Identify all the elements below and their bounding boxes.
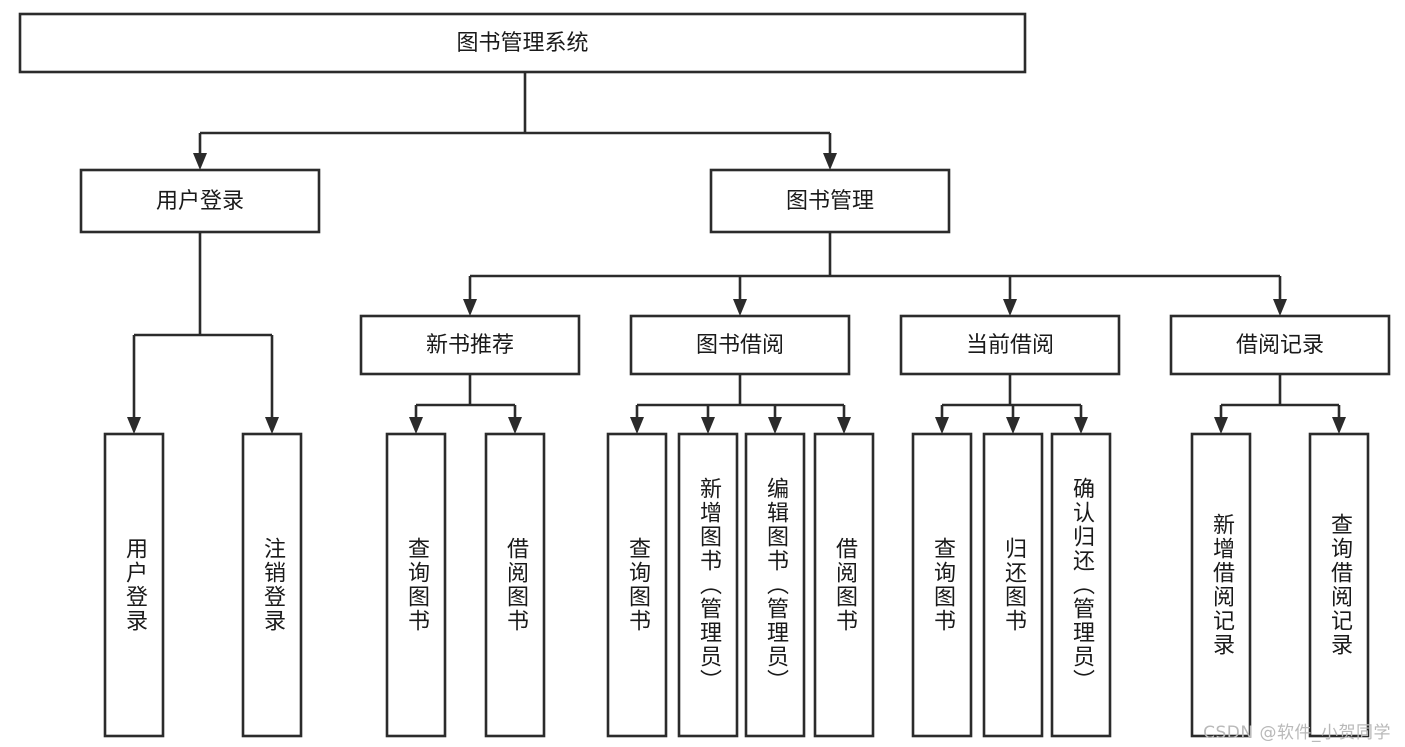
arrow-head-icon — [193, 153, 207, 170]
node-box-leaf-add-borrow-record[interactable] — [1190, 432, 1252, 738]
conn-borrow-record — [1214, 374, 1346, 434]
arrow-head-icon — [1332, 417, 1346, 434]
conn-user-login — [127, 232, 279, 434]
connectors-layer — [127, 72, 1346, 434]
node-box-leaf-logout-login[interactable] — [241, 432, 303, 738]
node-label-user-login: 用户登录 — [156, 189, 244, 214]
node-box-borrow-record[interactable] — [1169, 314, 1391, 376]
conn-book-borrow — [630, 374, 851, 434]
arrow-head-icon — [701, 417, 715, 434]
node-box-book-borrow[interactable] — [629, 314, 851, 376]
node-label-borrow-record: 借阅记录 — [1236, 333, 1324, 358]
node-box-leaf-borrow-book[interactable] — [813, 432, 875, 738]
node-box-leaf-borrow-book-rec[interactable] — [484, 432, 546, 738]
node-box-leaf-query-borrow-record[interactable] — [1308, 432, 1370, 738]
arrow-head-icon — [837, 417, 851, 434]
csdn-watermark: CSDN @软件_小贺同学 — [1203, 723, 1391, 743]
node-box-leaf-confirm-return[interactable] — [1050, 432, 1112, 738]
conn-root — [193, 72, 837, 170]
node-label-new-book-recommend: 新书推荐 — [426, 333, 514, 358]
arrow-head-icon — [1003, 299, 1017, 316]
arrow-head-icon — [127, 417, 141, 434]
arrow-head-icon — [733, 299, 747, 316]
arrow-head-icon — [1273, 299, 1287, 316]
arrow-head-icon — [1214, 417, 1228, 434]
node-box-leaf-return-book[interactable] — [982, 432, 1044, 738]
node-box-book-manage[interactable] — [709, 168, 951, 234]
arrow-head-icon — [265, 417, 279, 434]
arrow-head-icon — [1074, 417, 1088, 434]
arrow-head-icon — [409, 417, 423, 434]
arrow-head-icon — [935, 417, 949, 434]
node-box-new-book-recommend[interactable] — [359, 314, 581, 376]
arrow-head-icon — [1006, 417, 1020, 434]
node-label-book-borrow: 图书借阅 — [696, 333, 784, 358]
node-box-current-borrow[interactable] — [899, 314, 1121, 376]
node-box-root[interactable] — [18, 12, 1027, 74]
arrow-head-icon — [823, 153, 837, 170]
node-label-current-borrow: 当前借阅 — [966, 333, 1054, 358]
node-label-book-manage: 图书管理 — [786, 189, 874, 214]
conn-new-book-recommend — [409, 374, 522, 434]
node-box-leaf-query-book-borrow[interactable] — [606, 432, 668, 738]
node-label-root: 图书管理系统 — [456, 31, 588, 56]
node-box-leaf-add-book[interactable] — [677, 432, 739, 738]
arrow-head-icon — [508, 417, 522, 434]
arrow-head-icon — [463, 299, 477, 316]
node-box-leaf-user-login[interactable] — [103, 432, 165, 738]
conn-book-manage — [463, 232, 1287, 316]
conn-current-borrow — [935, 374, 1088, 434]
node-box-leaf-query-book-rec[interactable] — [385, 432, 447, 738]
boxes-layer — [18, 12, 1391, 738]
node-box-leaf-query-book-cur[interactable] — [911, 432, 973, 738]
arrow-head-icon — [768, 417, 782, 434]
node-box-leaf-edit-book[interactable] — [744, 432, 806, 738]
arrow-head-icon — [630, 417, 644, 434]
node-box-user-login[interactable] — [79, 168, 321, 234]
